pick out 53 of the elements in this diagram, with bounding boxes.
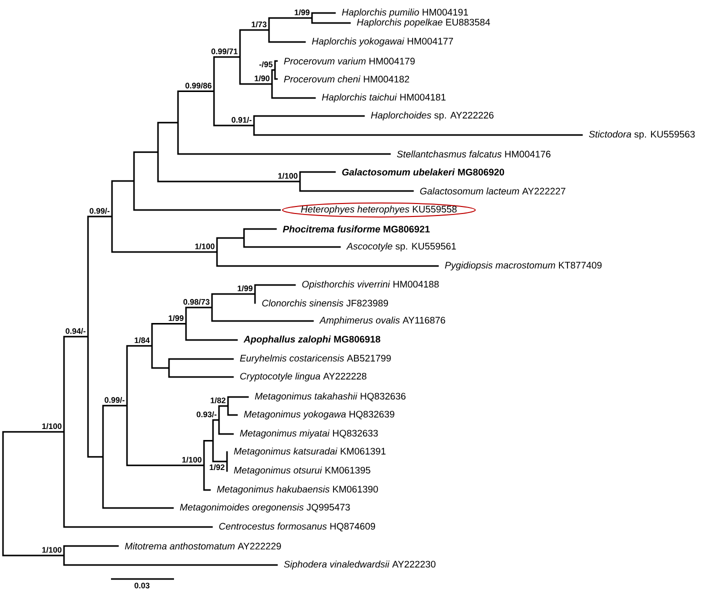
support-value: 1/99 xyxy=(238,285,252,292)
support-value: 1/82 xyxy=(210,397,226,404)
support-value: 1/73 xyxy=(252,21,266,28)
support-value: 0.99/86 xyxy=(185,82,212,89)
support-value: 0.91/- xyxy=(232,116,252,123)
support-value: 1/99 xyxy=(168,315,184,322)
support-value: 1/90 xyxy=(254,75,270,82)
support-value: 1/100 xyxy=(182,456,202,463)
taxon-label: Haplorchis pumilio HM004191 xyxy=(342,8,468,18)
taxon-label: Clonorchis sinensis JF823989 xyxy=(262,300,388,306)
taxon-label: Metagonimus yokogawa HQ832639 xyxy=(244,410,394,420)
taxon-label: Apophallus zalophi MG806918 xyxy=(244,336,380,344)
scale-value: 0.03 xyxy=(134,582,150,588)
taxon-label: Euryhelmis costaricensis AB521799 xyxy=(240,354,391,364)
taxon-label: Centrocestus formosanus HQ874609 xyxy=(219,522,376,532)
support-value: 0.99/- xyxy=(90,208,110,214)
support-value: 1/84 xyxy=(134,337,150,344)
support-value: 1/100 xyxy=(42,423,62,430)
support-value: 1/99 xyxy=(294,9,310,16)
support-value: 1/100 xyxy=(195,243,214,250)
support-value: 1/100 xyxy=(278,172,298,179)
taxon-label: Metagonimus otsurui KM061395 xyxy=(234,466,370,476)
taxon-label: Opisthorchis viverrini HM004188 xyxy=(302,280,439,290)
support-value: -/95 xyxy=(259,61,273,68)
support-value: 1/100 xyxy=(42,546,62,553)
taxon-label: Stellantchasmus falcatus HM004176 xyxy=(396,150,550,158)
taxon-label: Procerovum cheni HM004182 xyxy=(284,76,410,82)
taxon-label: Cryptocotyle lingua AY222228 xyxy=(240,372,366,382)
support-value: 0.98/73 xyxy=(183,298,210,305)
taxon-label: Metagonimus takahashii HQ832636 xyxy=(255,392,406,402)
taxon-label: Siphodera vinaledwardsii AY222230 xyxy=(284,560,436,570)
support-value: 0.93/- xyxy=(196,411,216,418)
circled-taxon: Heterophyes heterophyes KU559558 xyxy=(282,202,476,218)
taxon-label: Stictodora sp. KU559563 xyxy=(588,130,695,140)
support-value: 0.99/71 xyxy=(211,48,238,54)
taxon-label: Procerovum varium HM004179 xyxy=(284,58,415,64)
taxon-label: Metagonimus miyatai HQ832633 xyxy=(240,430,378,438)
taxon-label: Metagonimus hakubaensis KM061390 xyxy=(217,486,378,494)
support-value: 1/92 xyxy=(210,464,224,470)
support-value: 0.99/- xyxy=(104,396,124,403)
taxon-label: Amphimerus ovalis AY116876 xyxy=(319,316,446,326)
taxon-label: Haplorchis taichui HM004181 xyxy=(322,94,446,102)
taxon-label: Galactosomum lacteum AY222227 xyxy=(420,188,566,194)
taxon-label: Haplorchis yokogawai HM004177 xyxy=(312,38,453,46)
taxon-label: Pygidiopsis macrostomum KT877409 xyxy=(445,262,602,270)
taxon-label: Metagonimoides oregonensis JQ995473 xyxy=(180,504,350,512)
taxon-label: Galactosomum ubelakeri MG806920 xyxy=(342,168,504,176)
taxon-label: Ascocotyle sp. KU559561 xyxy=(346,242,456,252)
taxon-label: Metagonimus katsuradai KM061391 xyxy=(234,448,386,456)
taxon-label: Haplorchis popelkae EU883584 xyxy=(357,18,490,28)
taxon-label: Haplorchoides sp. AY222226 xyxy=(371,112,494,120)
taxon-label: Mitotrema anthostomatum AY222229 xyxy=(125,542,281,550)
support-value: 0.94/- xyxy=(66,328,86,334)
